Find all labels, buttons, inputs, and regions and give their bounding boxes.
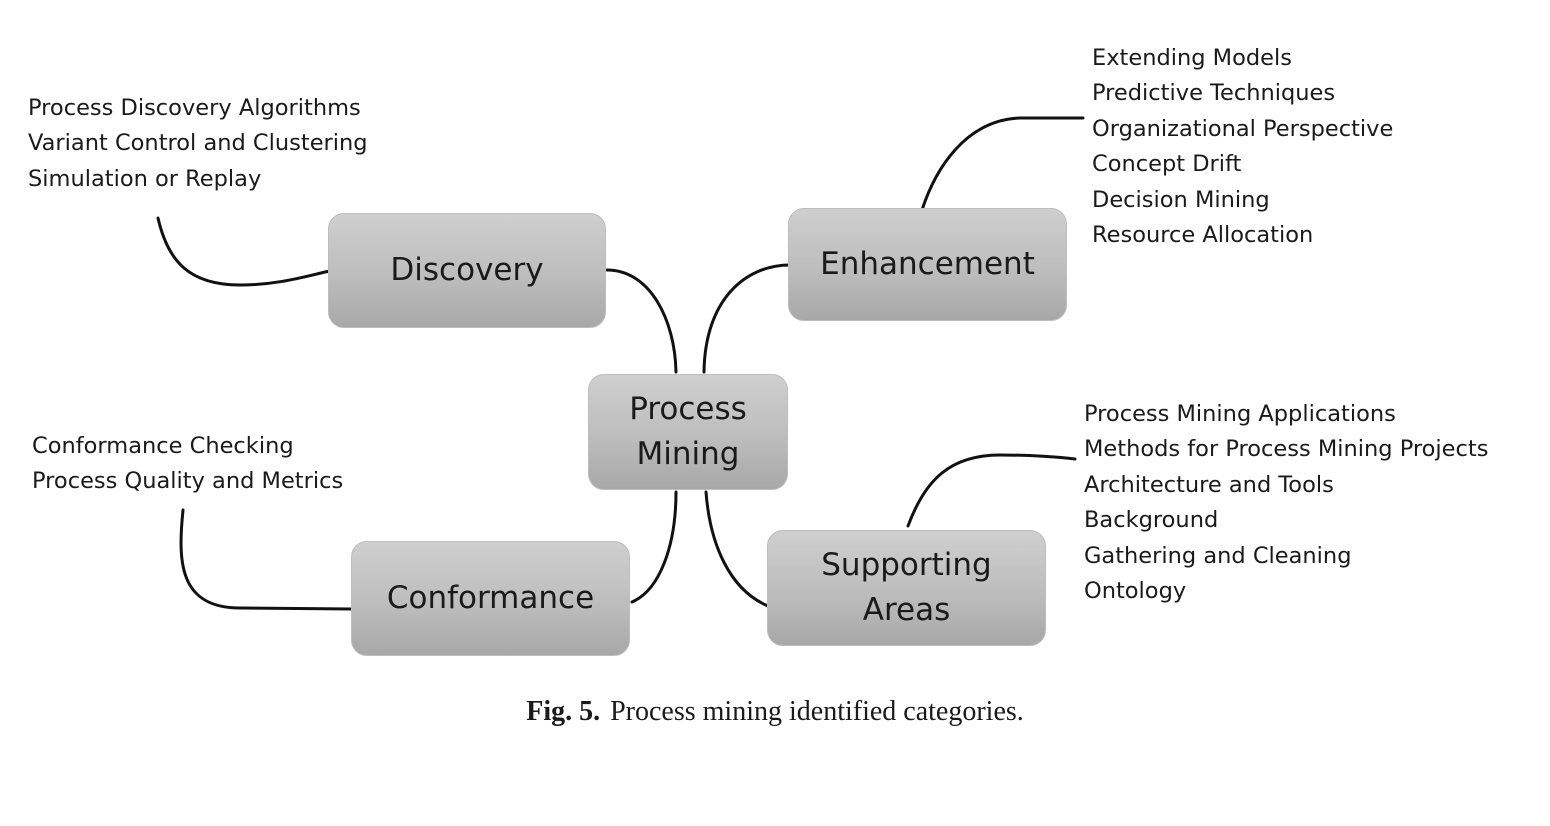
node-discovery-label: Discovery (390, 252, 544, 289)
node-enhancement-label: Enhancement (820, 246, 1035, 283)
figure-label: Fig. 5. (526, 696, 601, 727)
figure-caption: Fig. 5. Process mining identified categor… (0, 696, 1550, 728)
list-item: Resource Allocation (1092, 222, 1314, 249)
list-item: Simulation or Replay (28, 165, 262, 192)
connector-discovery-list (156, 216, 332, 287)
list-item: Ontology (1084, 578, 1187, 605)
node-supporting-line1: Supporting (821, 547, 992, 584)
list-item: Process Discovery Algorithms (28, 95, 361, 121)
node-process-mining-line2: Mining (636, 436, 740, 472)
connector-supporting-center (704, 490, 770, 608)
node-supporting-areas: Supporting Areas (767, 530, 1046, 646)
connector-discovery-center (605, 268, 678, 374)
list-item: Concept Drift (1092, 151, 1242, 178)
list-item: Extending Models (1092, 45, 1292, 71)
conformance-items: Conformance Checking Process Quality and… (32, 429, 343, 500)
list-item: Methods for Process Mining Projects (1084, 436, 1489, 463)
list-item: Conformance Checking (32, 433, 294, 459)
connector-enhancement-list (920, 116, 1085, 212)
list-item: Process Mining Applications (1084, 401, 1396, 427)
list-item: Organizational Perspective (1092, 115, 1394, 142)
list-item: Variant Control and Clustering (28, 130, 368, 157)
node-process-mining: Process Mining (588, 374, 788, 490)
list-item: Predictive Techniques (1092, 80, 1336, 107)
discovery-items: Process Discovery Algorithms Variant Con… (28, 91, 368, 197)
connector-enhancement-center (702, 263, 792, 374)
node-discovery: Discovery (328, 213, 606, 328)
node-process-mining-line1: Process (629, 391, 747, 428)
connector-conformance-list (179, 508, 354, 611)
figure-caption-text: Process mining identified categories. (610, 696, 1024, 727)
node-conformance-label: Conformance (386, 580, 595, 617)
enhancement-items: Extending Models Predictive Techniques O… (1092, 41, 1393, 253)
connector-supporting-list (906, 453, 1077, 528)
node-conformance: Conformance (351, 541, 630, 656)
connector-conformance-center (630, 490, 678, 604)
supporting-items: Process Mining Applications Methods for … (1084, 397, 1488, 609)
node-enhancement: Enhancement (788, 208, 1067, 321)
list-item: Background (1084, 507, 1219, 534)
node-supporting-line2: Areas (862, 592, 951, 628)
list-item: Architecture and Tools (1084, 471, 1334, 498)
list-item: Process Quality and Metrics (32, 468, 344, 495)
list-item: Gathering and Cleaning (1084, 542, 1352, 569)
list-item: Decision Mining (1092, 186, 1270, 213)
